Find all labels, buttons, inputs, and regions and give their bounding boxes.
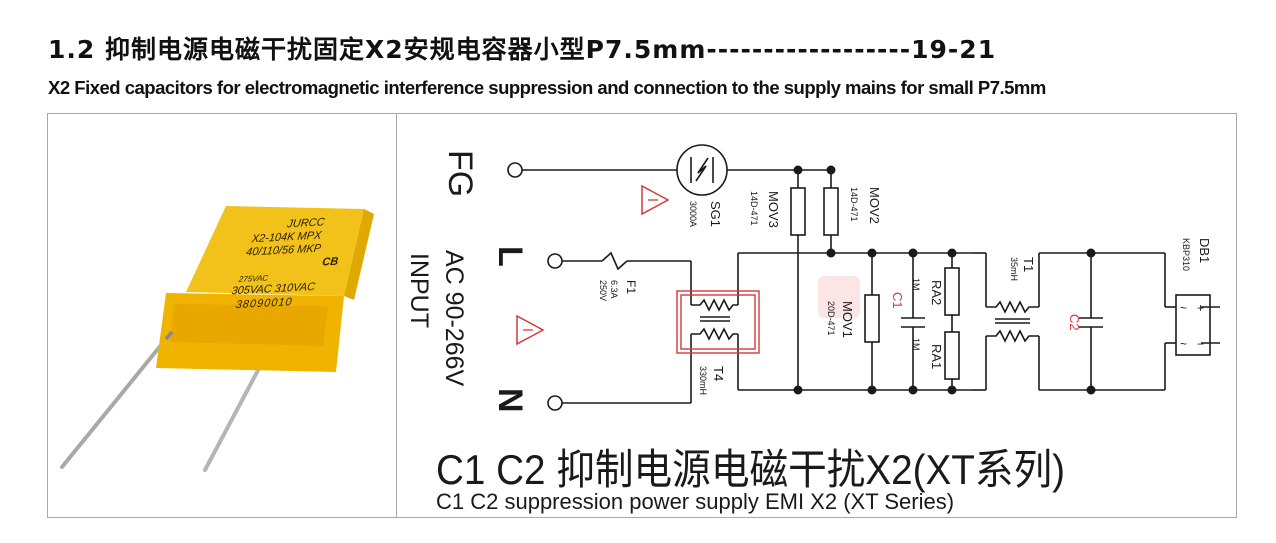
circuit-schematic: FG L N AC 90-266V INPUT SG1 3000A MOV3 1… <box>405 144 1220 413</box>
caption-chinese: C1 C2 抑制电源电磁干扰X2(XT系列) <box>436 446 1066 493</box>
f1-value-current: 6.3A <box>609 280 619 299</box>
photo-cert-cb: CB <box>322 256 339 269</box>
f1-value-voltage: 250V <box>598 280 608 301</box>
mov2-ref: MOV2 <box>867 187 882 224</box>
watermark-badge <box>818 276 860 318</box>
terminal-l <box>547 253 563 269</box>
terminal-label-fg: FG <box>441 150 479 197</box>
t4-highlight-box <box>676 290 760 354</box>
frame-divider <box>396 113 397 518</box>
page-subtitle: X2 Fixed capacitors for electromagnetic … <box>48 77 1046 98</box>
c1-value-top: 1M <box>911 278 921 291</box>
db1-ac-top: ~ <box>1180 301 1187 315</box>
mov1-value: 20D-471 <box>826 301 836 336</box>
bridge-rectifier-db1 <box>1175 294 1211 356</box>
t4-value: 330mH <box>698 366 708 395</box>
junction-dots <box>793 165 1096 395</box>
mov2-value: 14D-471 <box>849 187 859 222</box>
sg1-ref: SG1 <box>708 201 723 227</box>
db1-minus: − <box>1197 337 1204 351</box>
choke-t4-coil-top <box>691 298 738 312</box>
mov2-body <box>823 187 839 236</box>
ra1-ref: RA1 <box>929 344 944 369</box>
choke-t1-coil-top <box>986 300 1039 314</box>
input-label: INPUT <box>405 253 433 328</box>
capacitor-photo: JURCC X2-104K MPX 40/110/56 MKP CB 275VA… <box>60 206 374 472</box>
warning-icon <box>641 184 670 216</box>
photo-line4: 275VAC <box>237 273 269 284</box>
capacitor-body-top <box>186 206 364 296</box>
mov3-body <box>790 187 806 236</box>
mov3-ref: MOV3 <box>766 191 781 228</box>
page-title: 1.2 抑制电源电磁干扰固定X2安规电容器小型P7.5mm-----------… <box>48 35 997 64</box>
db1-ac-bottom: ~ <box>1180 337 1187 351</box>
ra2-body <box>944 267 960 316</box>
t1-ref: T1 <box>1021 257 1036 272</box>
content-frame <box>47 113 1237 518</box>
ra1-body <box>944 331 960 380</box>
fuse-f1 <box>601 251 628 271</box>
photo-line2: 40/110/56 MKP <box>245 243 322 259</box>
caption-english: C1 C2 suppression power supply EMI X2 (X… <box>436 489 955 514</box>
mov3-value: 14D-471 <box>749 191 759 226</box>
input-voltage-label: AC 90-266V <box>440 250 468 387</box>
c1-value-bottom: 1M <box>911 338 921 351</box>
photo-serial: 38090010 <box>235 296 293 311</box>
mov1-ref: MOV1 <box>840 301 855 338</box>
db1-plus: + <box>1197 301 1204 315</box>
t4-ref: T4 <box>711 366 726 381</box>
mov1-body <box>864 294 880 343</box>
capacitor-lead-left <box>60 337 168 469</box>
photo-brand: JURCC <box>286 216 327 230</box>
terminal-label-n: N <box>491 388 529 413</box>
db1-ref: DB1 <box>1197 238 1212 263</box>
photo-line1: X2-104K MPX <box>250 230 323 246</box>
choke-t4-coil-bottom <box>691 327 738 341</box>
warning-icon <box>516 314 545 346</box>
choke-t1-coil-bottom <box>986 329 1039 343</box>
c2-ref: C2 <box>1067 314 1082 331</box>
db1-value: KBP310 <box>1181 238 1191 271</box>
capacitor-body-side <box>344 209 374 300</box>
c1-ref: C1 <box>890 292 905 309</box>
terminal-label-l: L <box>491 246 529 267</box>
photo-line5: 305VAC 310VAC <box>231 281 317 297</box>
sg1-value: 3000A <box>688 201 698 227</box>
terminal-n <box>547 395 563 411</box>
ra2-ref: RA2 <box>929 280 944 305</box>
f1-ref: F1 <box>624 280 638 294</box>
t1-value: 35mH <box>1009 257 1019 281</box>
terminal-fg <box>507 162 523 178</box>
